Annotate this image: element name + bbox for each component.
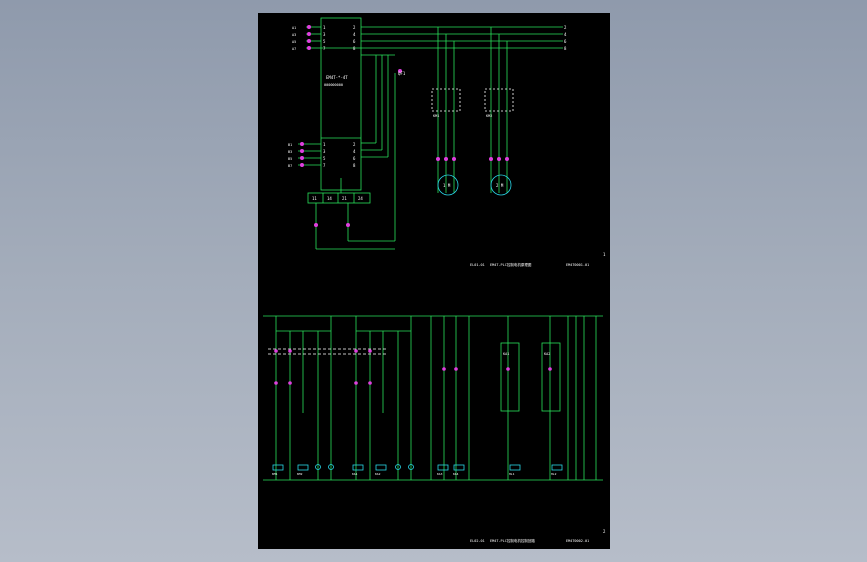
plc-out-bot-4: 8 [353,163,356,168]
coil-label-5: KA3 [437,472,443,476]
plc-in-bot-4: 7 [323,163,326,168]
plc-in-top-1: 1 [323,25,326,30]
plc-out-top-1: 2 [353,25,356,30]
upper-title-left: EL01-01 [470,263,485,267]
drawing-sheet: EM4T-*-4T 000000000 1 3 5 7 2 4 6 8 1 3 … [258,13,610,549]
plc-out-bot-1: 2 [353,142,356,147]
lower-sheet-no: 2 [603,529,606,534]
terminal-21: 21 [342,196,347,201]
lower-title-right: EM4T0002-01 [566,539,589,543]
lower-diagram [263,315,603,481]
plc-in-top-2: 3 [323,32,326,37]
plc-sub-label: 000000000 [324,83,343,87]
input-label-a7: A7 [292,47,296,51]
plc-out-top-3: 6 [353,39,356,44]
upper-diagram [298,17,563,250]
plc-out-bot-3: 6 [353,156,356,161]
coil-label-8: HL2 [551,472,557,476]
plc-out-bot-2: 4 [353,149,356,154]
motor-2 [490,174,512,196]
plc-in-top-3: 5 [323,39,326,44]
upper-sheet-no: 1 [603,252,606,257]
contactor-label-1: KM1 [433,114,439,118]
relay-label-1: KA1 [503,352,509,356]
bus-label-1: 2 [564,25,567,30]
input-label-b7: B7 [288,164,292,168]
input-label-b3: B3 [288,150,292,154]
plc-model-label: EM4T-*-4T [326,75,348,80]
motor-label-1: 1 M [443,183,451,188]
upper-title-right: EM4T0001-01 [566,263,589,267]
bus-label-3: 6 [564,39,567,44]
lower-title-main: EM4T-PLC控制电机控制回路 [490,538,535,543]
plc-in-top-4: 7 [323,46,326,51]
plc-in-bot-1: 1 [323,142,326,147]
coil-label-3: KA1 [352,472,358,476]
input-label-b1: B1 [288,143,292,147]
bus-label-2: 4 [564,32,567,37]
plc-out-top-4: 8 [353,46,356,51]
relay-label-2: KA2 [544,352,550,356]
plc-in-bot-2: 3 [323,149,326,154]
upper-markers [300,25,509,227]
terminal-24: 24 [358,196,363,201]
coil-label-7: HL1 [509,472,515,476]
terminal-block [307,192,371,204]
coil-label-6: KA4 [453,472,459,476]
relay-block-2 [541,342,561,412]
terminal-14: 14 [327,196,332,201]
bus-label-4: 8 [564,46,567,51]
relay-block-1 [500,342,520,412]
contactor-km1 [431,88,461,112]
input-label-a5: A5 [292,40,296,44]
motor-label-2: 2 M [496,183,504,188]
plc-in-bot-3: 5 [323,156,326,161]
schematic-drawing: EM4T-*-4T 000000000 1 3 5 7 2 4 6 8 1 3 … [263,17,606,543]
coil-label-1: KM1 [272,472,278,476]
breaker-label: QF1 [398,71,406,76]
upper-title-main: EM4T-PLC控制电机原理图 [490,262,532,267]
lower-title-left: EL02-01 [470,539,485,543]
coil-label-2: KM2 [297,472,303,476]
plc-out-top-2: 4 [353,32,356,37]
contactor-km2 [484,88,514,112]
lower-markers [274,349,552,385]
coil-label-4: KA2 [375,472,381,476]
lower-coils [272,464,563,471]
input-label-b5: B5 [288,157,292,161]
terminal-11: 11 [312,196,317,201]
input-label-a1: A1 [292,26,296,30]
motor-1 [437,174,459,196]
input-label-a3: A3 [292,33,296,37]
contactor-label-2: KM2 [486,114,492,118]
